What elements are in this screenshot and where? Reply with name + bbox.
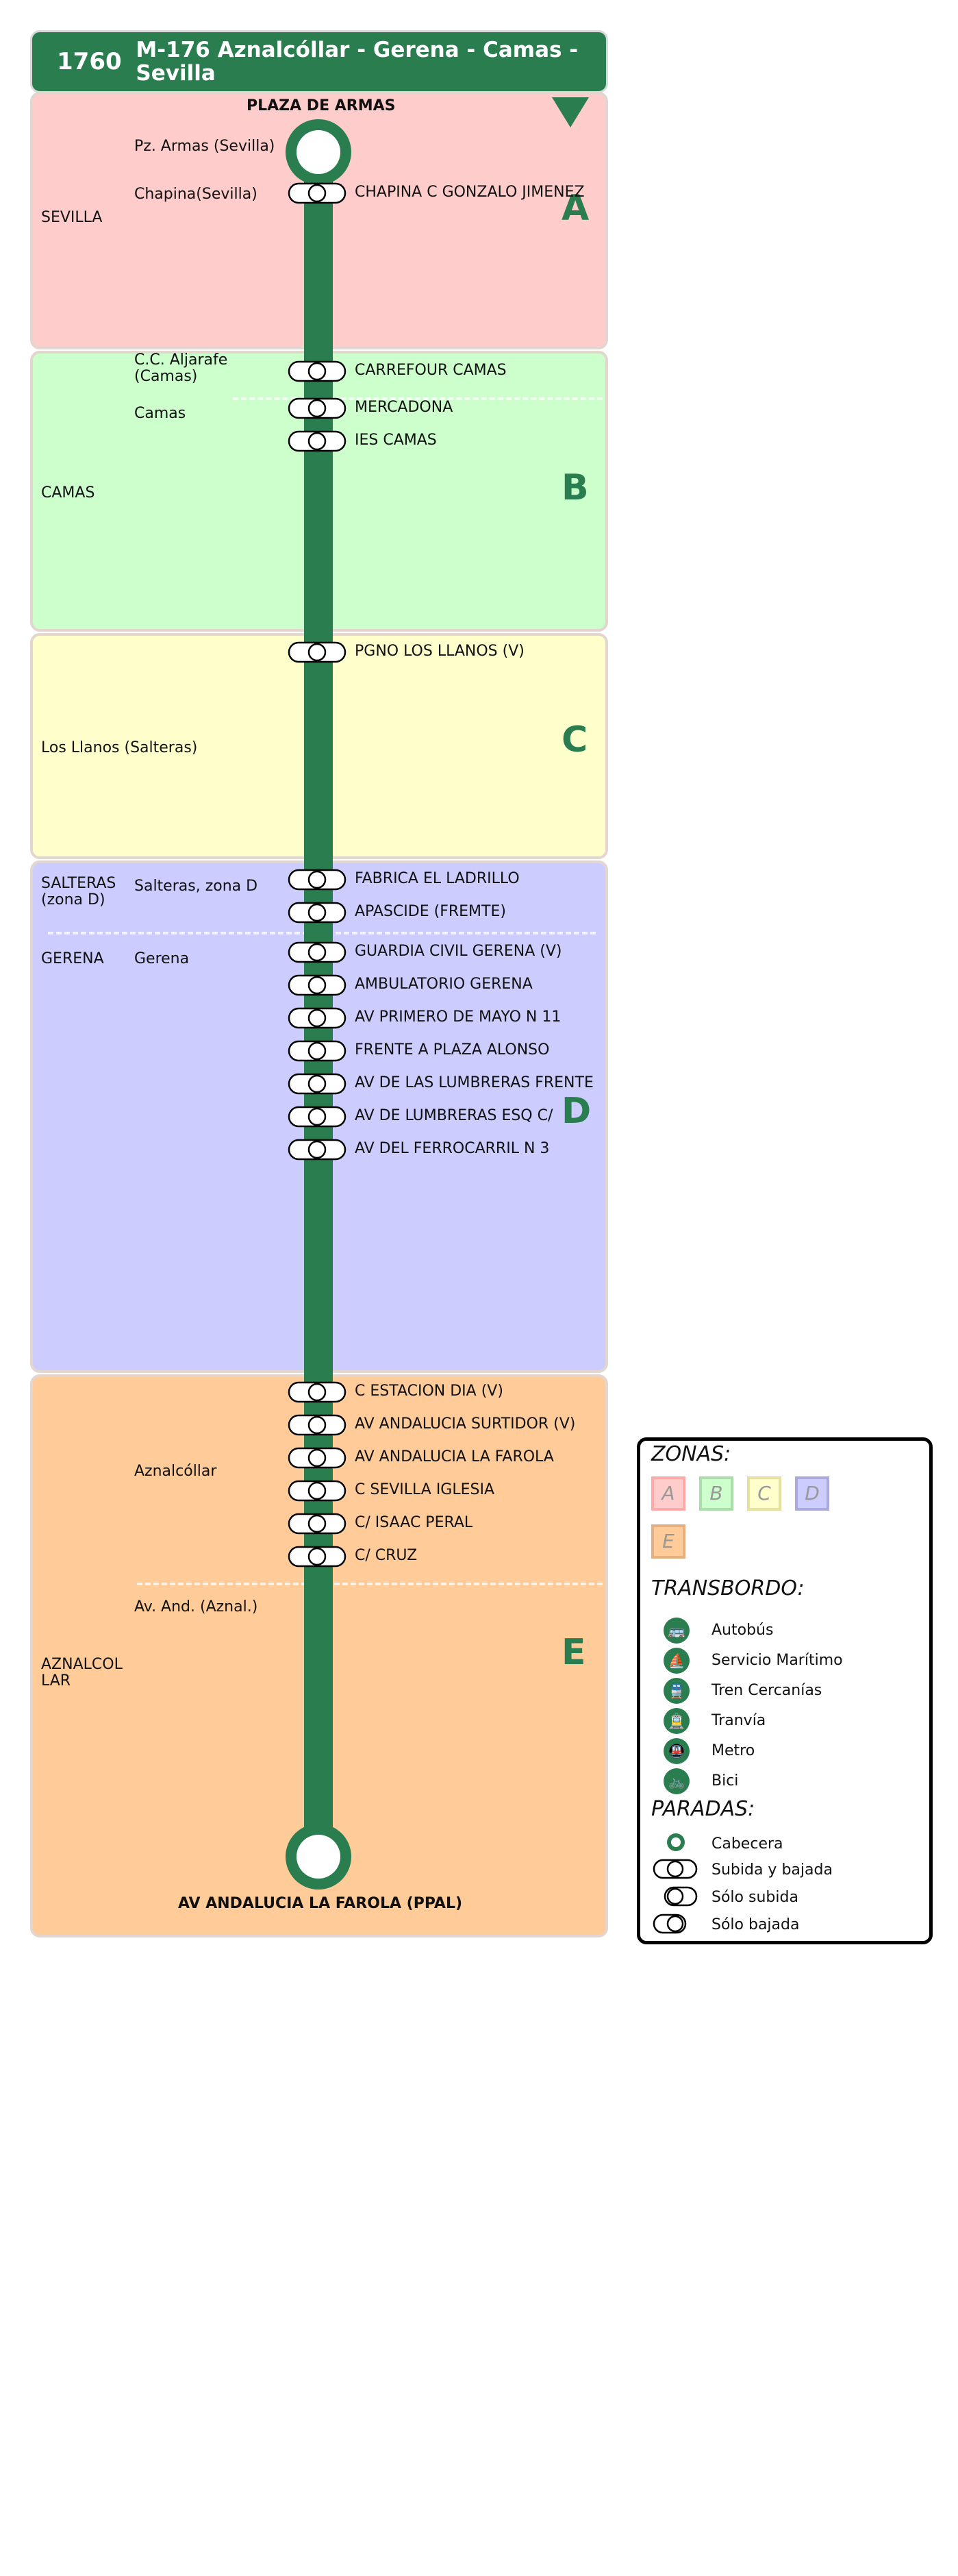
stop-label: AV ANDALUCIA LA FAROLA — [355, 1448, 554, 1465]
stop-marker — [288, 1040, 346, 1062]
stop-label: AV ANDALUCIA SURTIDOR (V) — [355, 1415, 576, 1433]
municipality-aznalcollar: AZNALCOLLAR — [41, 1656, 123, 1689]
stop-marker — [288, 430, 346, 452]
location-label: Pz. Armas (Sevilla) — [134, 138, 275, 155]
bus-icon: 🚌 — [664, 1618, 690, 1644]
legend-transfer-label: Autobús — [711, 1622, 774, 1639]
legend-stop-type: Sólo subida — [711, 1889, 798, 1906]
stop-marker — [288, 1381, 346, 1403]
zone-letter-a: A — [562, 188, 590, 229]
zone-letter-e: E — [562, 1632, 586, 1673]
location-label: Salteras, zona D — [134, 878, 258, 895]
stop-label: FABRICA EL LADRILLO — [355, 870, 520, 887]
municipality-gerena: GERENA — [41, 950, 104, 967]
municipality-los-llanos: Los Llanos (Salteras) — [41, 739, 198, 756]
legend-zone-a: A — [651, 1476, 685, 1511]
stop-marker — [288, 1106, 346, 1128]
stop-label: FRENTE A PLAZA ALONSO — [355, 1041, 550, 1058]
train-icon: 🚆 — [664, 1678, 690, 1704]
stop-marker — [288, 1513, 346, 1535]
legend-transfer-label: Servicio Marítimo — [711, 1652, 843, 1669]
stop-label: PGNO LOS LLANOS (V) — [355, 643, 525, 660]
municipality-salteras: SALTERAS (zona D) — [41, 875, 116, 908]
stop-label: IES CAMAS — [355, 432, 437, 449]
legend-transfer-label: Tranvía — [711, 1712, 766, 1729]
stop-marker — [288, 1480, 346, 1502]
stop-label: C/ CRUZ — [355, 1547, 418, 1564]
legend-stop-symbols — [653, 1833, 698, 1934]
route-header: 1760 M-176 Aznalcóllar - Gerena - Camas … — [30, 30, 608, 93]
legend-transfer-label: Metro — [711, 1742, 755, 1759]
stop-label: CHAPINA C GONZALO JIMENEZ — [355, 184, 585, 201]
stop-label: AV DE LUMBRERAS ESQ C/ — [355, 1107, 553, 1124]
location-label: Aznalcóllar — [134, 1463, 217, 1480]
legend-zone-d: D — [795, 1476, 829, 1511]
route-line-diagram — [286, 97, 589, 1890]
stop-marker — [288, 902, 346, 924]
terminal-start-label: PLAZA DE ARMAS — [247, 97, 396, 114]
legend-transfer-title: TRANSBORDO: — [651, 1576, 805, 1600]
stop-marker — [288, 1073, 346, 1095]
boat-icon: ⛵ — [664, 1648, 690, 1674]
stop-marker — [288, 1447, 346, 1469]
stop-marker — [288, 869, 346, 891]
stop-marker — [288, 641, 346, 663]
stop-label: AV PRIMERO DE MAYO N 11 — [355, 1008, 562, 1026]
bike-icon: 🚲 — [664, 1768, 690, 1794]
location-label: Chapina(Sevilla) — [134, 186, 257, 203]
stop-marker — [288, 397, 346, 419]
stop-label: AV DE LAS LUMBRERAS FRENTE — [355, 1074, 594, 1091]
stop-marker — [288, 941, 346, 963]
route-number: 1760 — [57, 48, 122, 75]
legend-transfer-label: Tren Cercanías — [711, 1682, 822, 1699]
stop-label: AMBULATORIO GERENA — [355, 976, 533, 993]
stop-marker — [288, 360, 346, 382]
stop-marker — [288, 1546, 346, 1568]
stop-label: MERCADONA — [355, 399, 453, 416]
stop-label: AV DEL FERROCARRIL N 3 — [355, 1140, 550, 1157]
stop-marker — [288, 182, 346, 204]
legend-stops-title: PARADAS: — [651, 1797, 755, 1821]
metro-icon: 🚇 — [664, 1738, 690, 1764]
separator — [233, 397, 603, 400]
stop-label: C ESTACION DIA (V) — [355, 1383, 503, 1400]
stop-label: GUARDIA CIVIL GERENA (V) — [355, 943, 562, 960]
terminal-end-label: AV ANDALUCIA LA FAROLA (PPAL) — [178, 1895, 463, 1912]
zone-letter-b: B — [562, 467, 589, 508]
legend-stop-type: Sólo bajada — [711, 1916, 800, 1933]
stop-label: APASCIDE (FREMTE) — [355, 903, 506, 920]
terminal-start-inner — [297, 130, 340, 174]
legend-zones-title: ZONAS: — [651, 1442, 731, 1466]
stop-label: C SEVILLA IGLESIA — [355, 1481, 495, 1498]
terminal-end-inner — [297, 1835, 340, 1879]
route-title: M-176 Aznalcóllar - Gerena - Camas - Sev… — [136, 38, 579, 86]
legend-zone-e: E — [651, 1524, 685, 1559]
legend-stop-type: Cabecera — [711, 1835, 783, 1853]
stop-marker — [288, 1007, 346, 1029]
stop-marker — [288, 1139, 346, 1161]
zone-letter-c: C — [562, 719, 588, 760]
location-label: C.C. Aljarafe (Camas) — [134, 351, 228, 385]
stop-marker — [288, 1414, 346, 1436]
stop-label: C/ ISAAC PERAL — [355, 1514, 473, 1531]
separator — [137, 1583, 603, 1585]
direction-arrow-icon — [552, 97, 589, 127]
location-label: Camas — [134, 405, 186, 422]
municipality-camas: CAMAS — [41, 484, 95, 501]
stop-label: CARREFOUR CAMAS — [355, 362, 507, 379]
legend-zone-b: B — [699, 1476, 733, 1511]
zone-letter-d: D — [562, 1091, 592, 1132]
stop-marker — [288, 974, 346, 996]
legend: ZONAS: A B C D E TRANSBORDO: 🚌 Autobús ⛵… — [637, 1437, 933, 1944]
tram-icon: 🚊 — [664, 1708, 690, 1734]
municipality-sevilla: SEVILLA — [41, 209, 103, 226]
legend-zone-c: C — [747, 1476, 781, 1511]
location-label: Av. And. (Aznal.) — [134, 1598, 258, 1615]
legend-stop-type: Subida y bajada — [711, 1861, 833, 1879]
legend-transfer-label: Bici — [711, 1772, 739, 1789]
location-label: Gerena — [134, 950, 190, 967]
